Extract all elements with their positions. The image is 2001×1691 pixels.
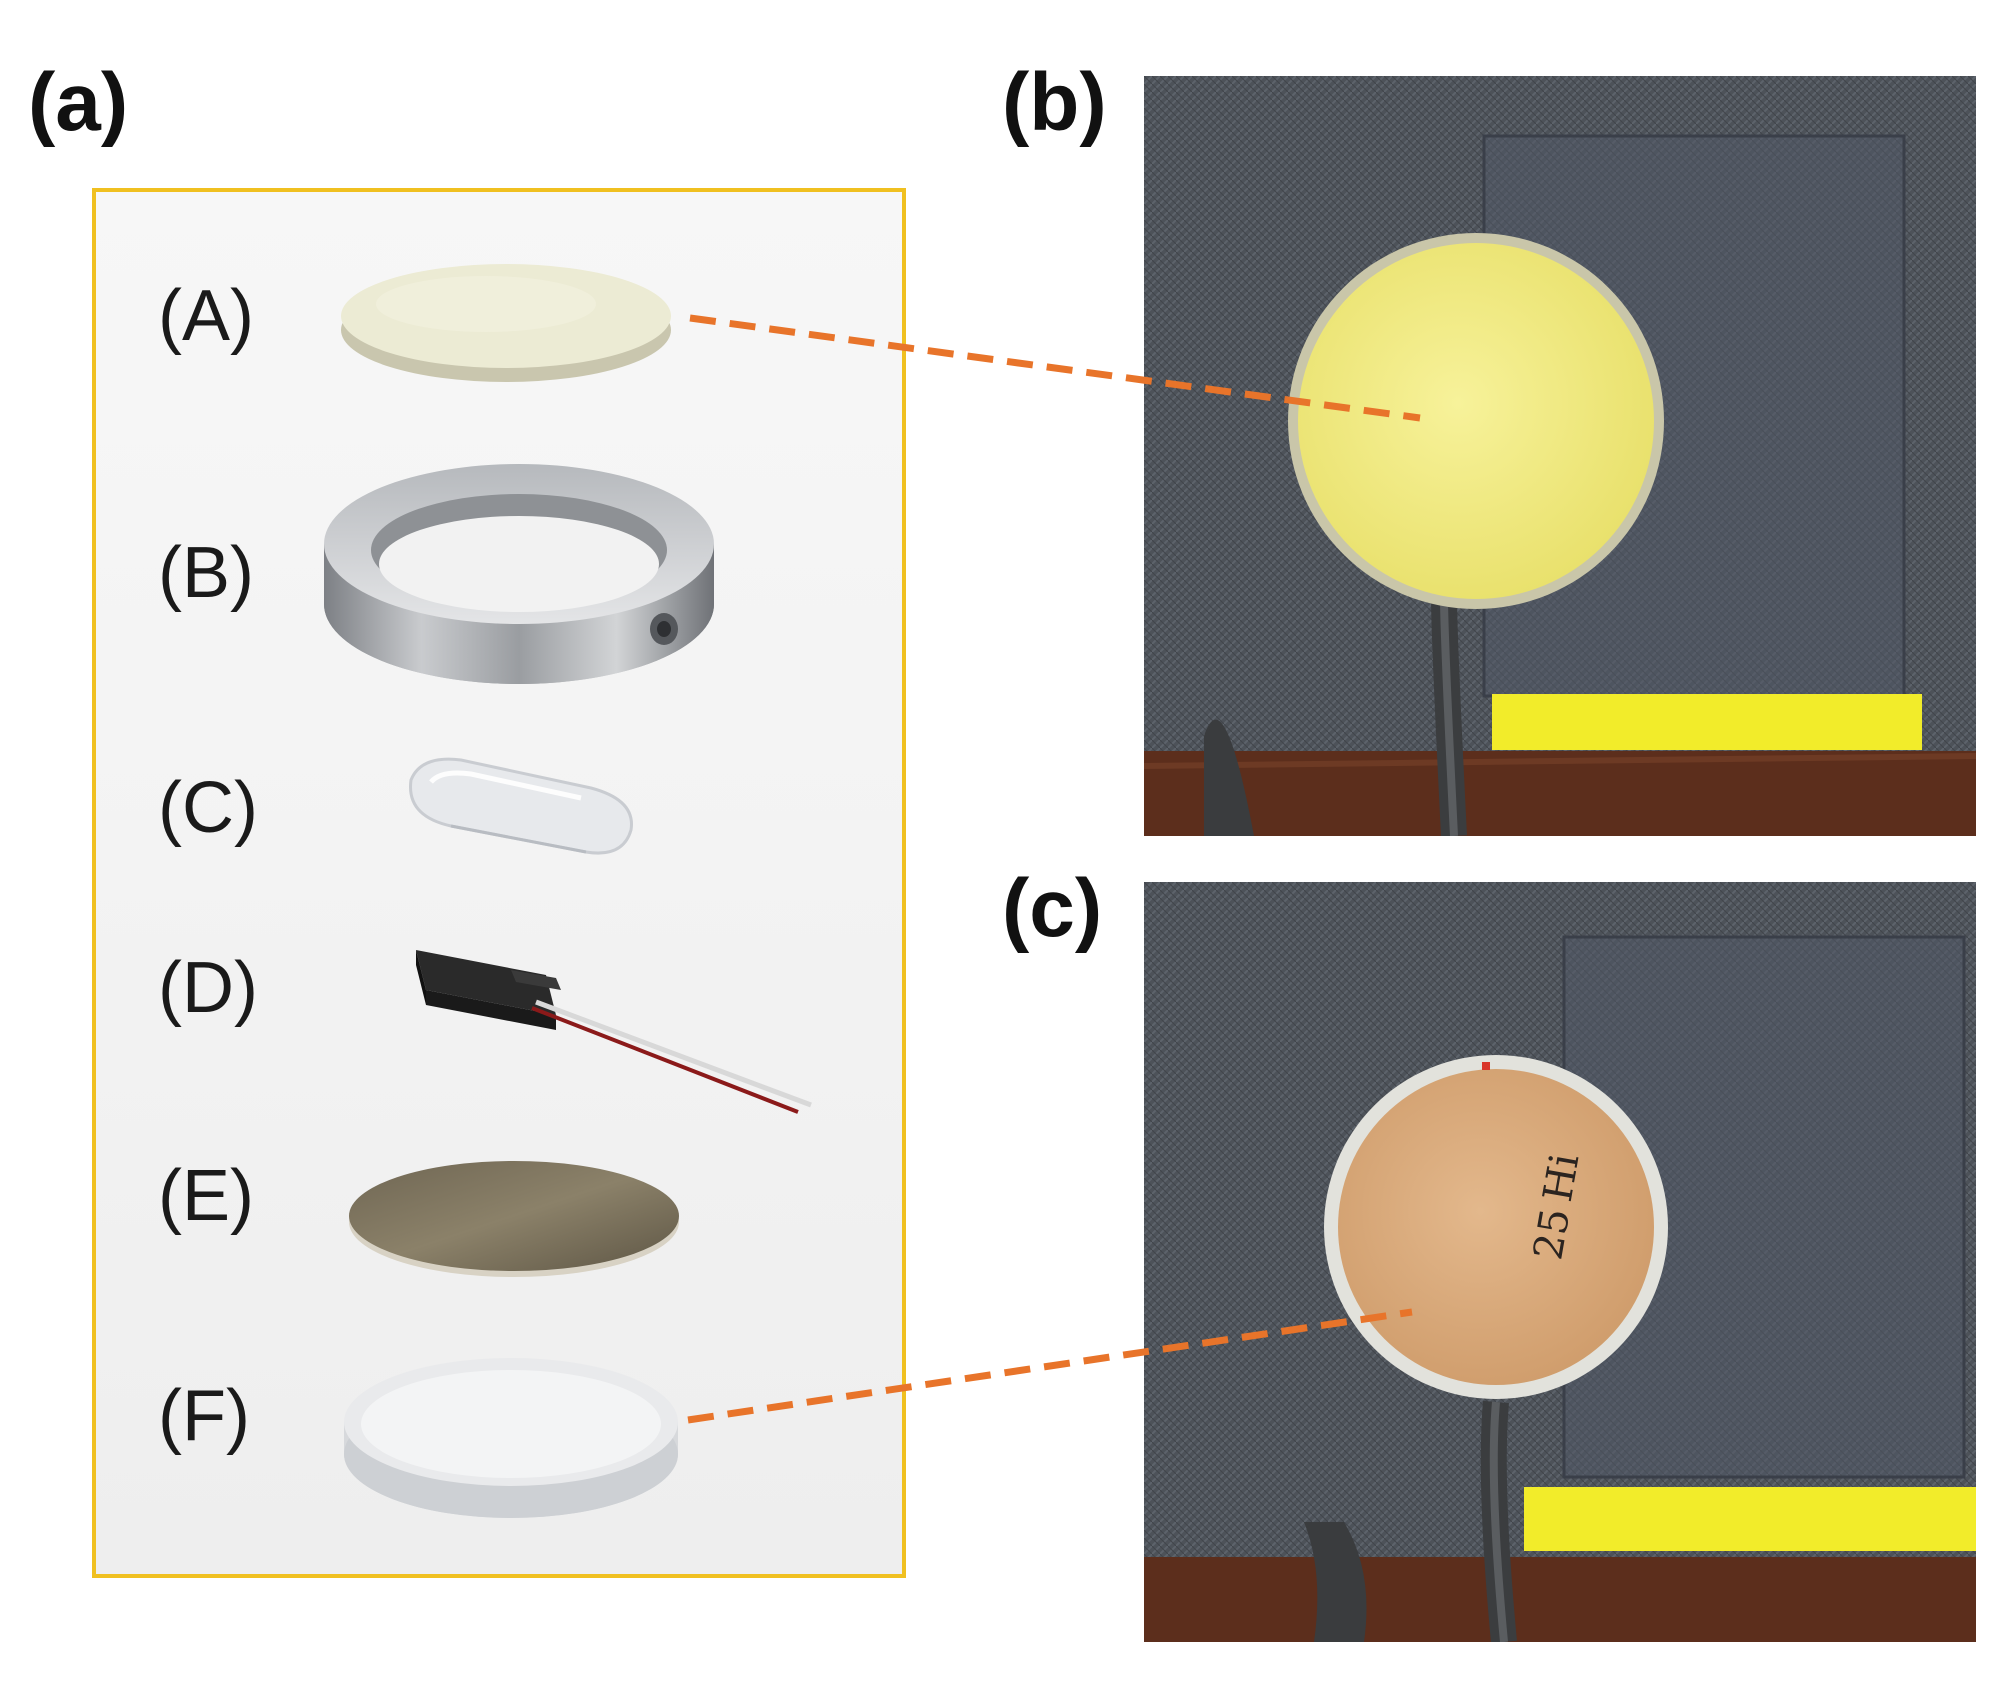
handwriting-line-2: 25 bbox=[1525, 1205, 1579, 1263]
piezo-disc-icon bbox=[349, 1161, 679, 1277]
panel-label-a: (a) bbox=[28, 57, 129, 148]
panel-label-c: (c) bbox=[1002, 863, 1103, 954]
part-label-d: (D) bbox=[158, 948, 258, 1028]
photo-c-drawing: Hi 25 bbox=[1144, 882, 1976, 1642]
photo-sensor-yellow-pad bbox=[1144, 76, 1976, 836]
part-label-e: (E) bbox=[158, 1156, 254, 1236]
panel-label-b: (b) bbox=[1002, 57, 1107, 148]
part-label-a: (A) bbox=[158, 276, 254, 356]
photo-sensor-copper-pad: Hi 25 bbox=[1144, 882, 1976, 1642]
photo-b-drawing bbox=[1144, 76, 1976, 836]
part-label-b: (B) bbox=[158, 533, 254, 613]
metal-ring-icon bbox=[324, 464, 714, 684]
exploded-view-panel: (A) (B) (C) (D) (E) (F) bbox=[92, 188, 906, 1578]
part-label-c: (C) bbox=[158, 768, 258, 848]
top-disc-icon bbox=[341, 264, 671, 382]
clear-capsule-icon bbox=[409, 757, 633, 855]
sensor-chip-icon bbox=[416, 950, 812, 1114]
handwriting-line-1: Hi bbox=[1535, 1150, 1589, 1205]
part-label-f: (F) bbox=[158, 1376, 250, 1456]
clear-base-disc-icon bbox=[344, 1358, 678, 1518]
